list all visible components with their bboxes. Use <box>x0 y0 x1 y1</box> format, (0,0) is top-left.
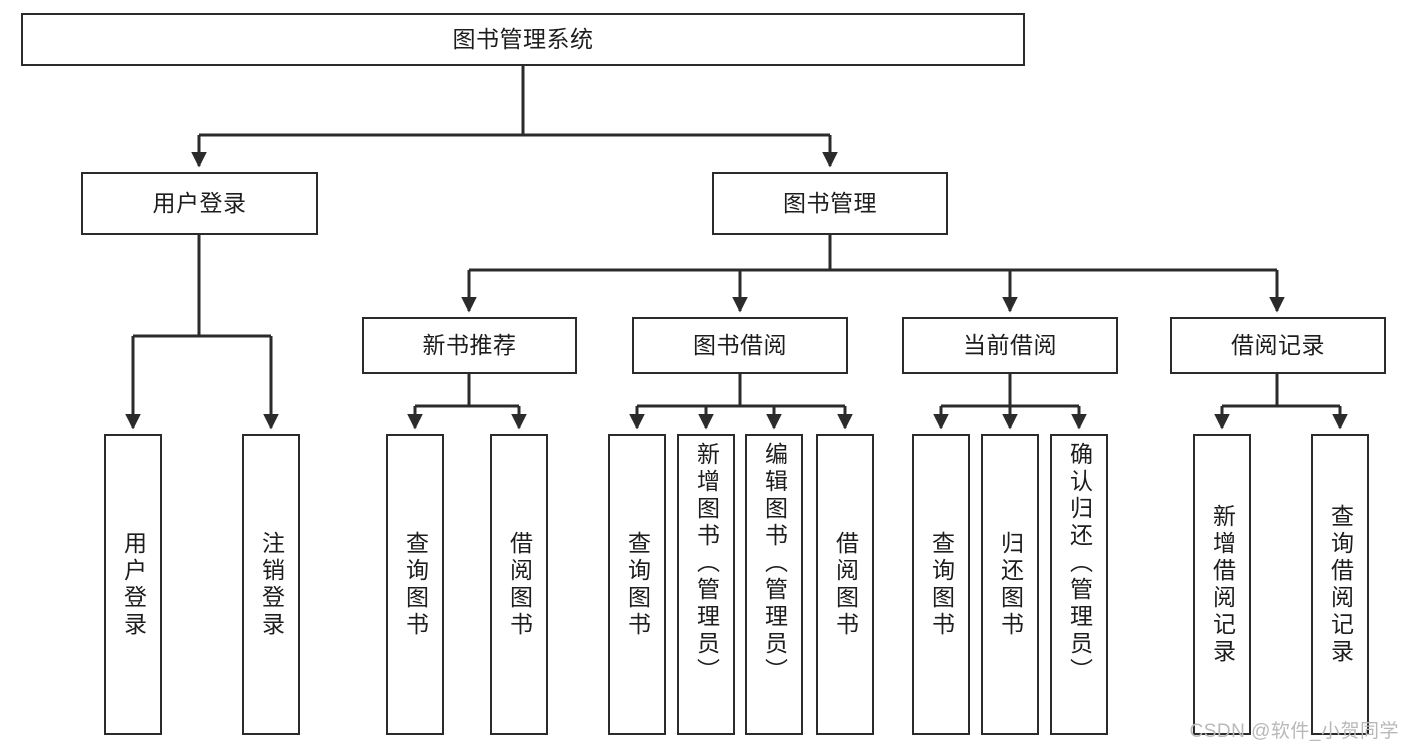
leaf-new-book-borrow-book[interactable]: 借阅图书 <box>490 434 548 735</box>
node-label: 借阅图书 <box>832 530 859 639</box>
leaf-user-login-logout[interactable]: 注销登录 <box>242 434 300 735</box>
node-label: 图书管理系统 <box>452 26 594 53</box>
leaf-current-borrow-query-book[interactable]: 查询图书 <box>912 434 970 735</box>
leaf-current-borrow-confirm-return-admin[interactable]: 确认归还（管理员） <box>1050 434 1108 735</box>
leaf-current-borrow-return-book[interactable]: 归还图书 <box>981 434 1039 735</box>
leaf-user-login-login[interactable]: 用户登录 <box>104 434 162 735</box>
node-book-borrow[interactable]: 图书借阅 <box>632 317 848 374</box>
node-root-book-management-system[interactable]: 图书管理系统 <box>21 13 1025 66</box>
node-label: 用户登录 <box>120 530 147 639</box>
node-label: 当前借阅 <box>963 332 1057 359</box>
node-current-borrow[interactable]: 当前借阅 <box>902 317 1118 374</box>
node-user-login[interactable]: 用户登录 <box>81 172 318 235</box>
leaf-book-borrow-edit-book-admin[interactable]: 编辑图书（管理员） <box>745 434 803 735</box>
node-label: 查询借阅记录 <box>1327 503 1354 666</box>
node-label: 用户登录 <box>152 190 247 217</box>
node-label: 图书管理 <box>783 190 877 217</box>
node-label: 查询图书 <box>402 530 429 639</box>
leaf-borrow-record-query-record[interactable]: 查询借阅记录 <box>1311 434 1369 735</box>
node-borrow-record[interactable]: 借阅记录 <box>1170 317 1386 374</box>
leaf-book-borrow-borrow-book[interactable]: 借阅图书 <box>816 434 874 735</box>
leaf-new-book-query-book[interactable]: 查询图书 <box>386 434 444 735</box>
node-label: 新增借阅记录 <box>1209 503 1236 666</box>
node-label: 借阅图书 <box>506 530 533 639</box>
node-label: 查询图书 <box>928 530 955 639</box>
node-label: 编辑图书（管理员） <box>761 442 788 685</box>
leaf-borrow-record-add-record[interactable]: 新增借阅记录 <box>1193 434 1251 735</box>
node-label: 借阅记录 <box>1231 332 1325 359</box>
node-label: 归还图书 <box>997 530 1024 639</box>
node-label: 新增图书（管理员） <box>693 442 720 685</box>
node-book-management[interactable]: 图书管理 <box>712 172 948 235</box>
watermark: CSDN @软件_小贺同学 <box>1189 721 1399 742</box>
node-label: 确认归还（管理员） <box>1066 442 1093 685</box>
node-label: 查询图书 <box>624 530 651 639</box>
node-label: 图书借阅 <box>693 332 787 359</box>
leaf-book-borrow-query-book[interactable]: 查询图书 <box>608 434 666 735</box>
leaf-book-borrow-add-book-admin[interactable]: 新增图书（管理员） <box>677 434 735 735</box>
node-label: 注销登录 <box>258 530 285 639</box>
node-label: 新书推荐 <box>422 332 517 359</box>
node-new-book-recommend[interactable]: 新书推荐 <box>362 317 577 374</box>
